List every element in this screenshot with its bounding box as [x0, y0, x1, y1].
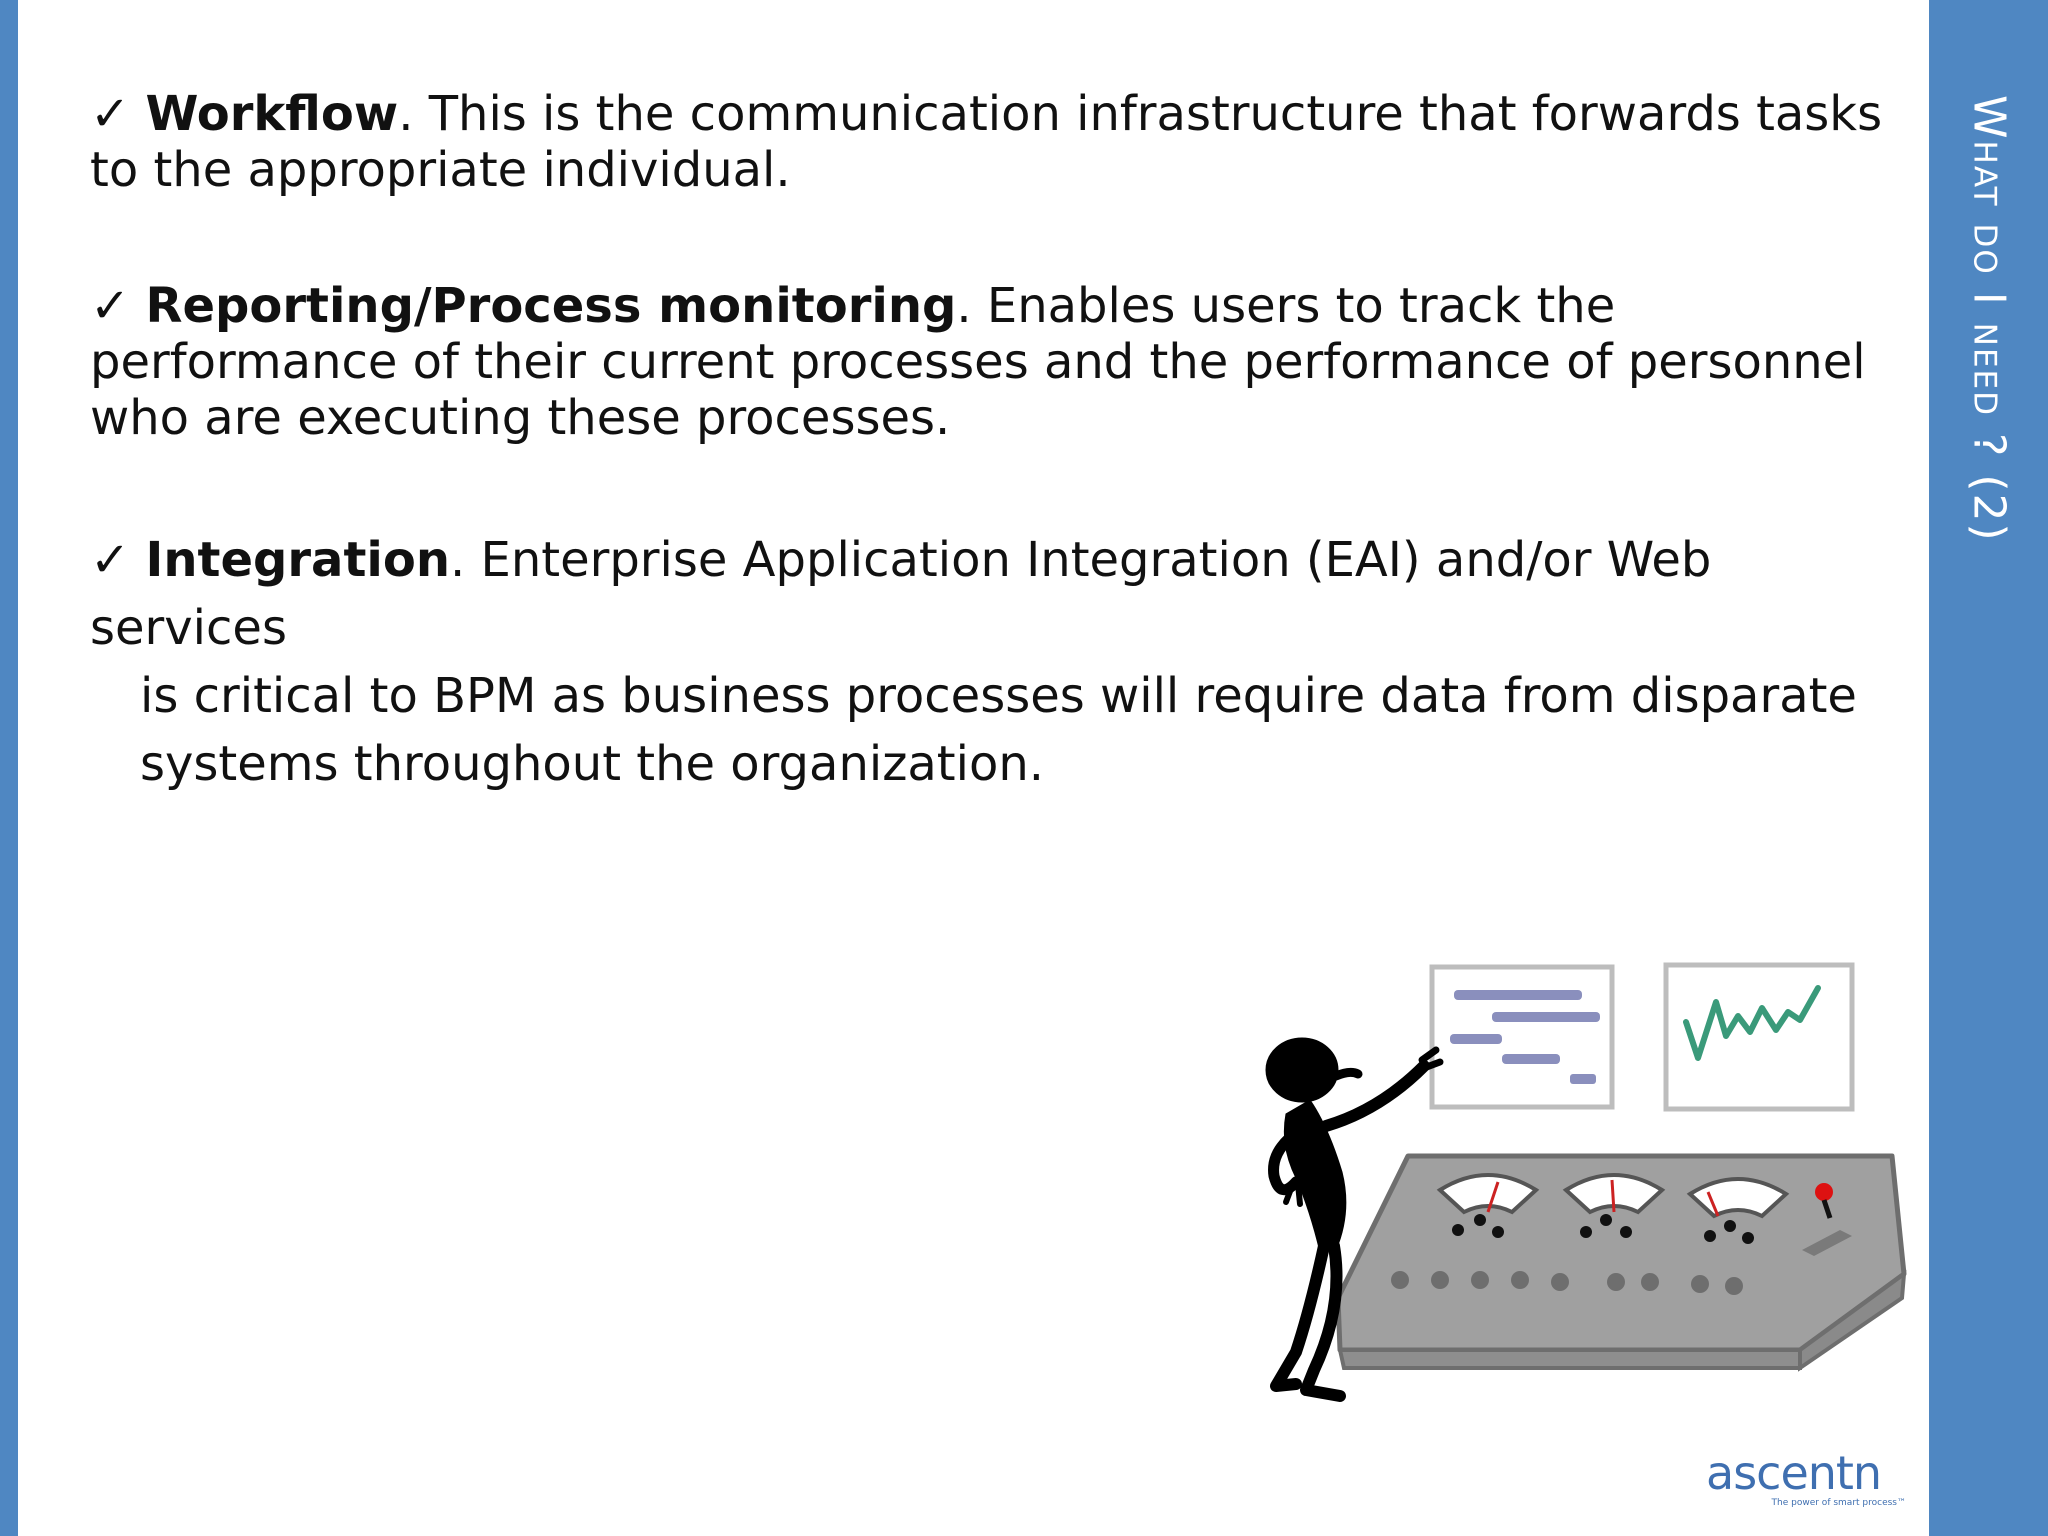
bullet-reporting: ✓ Reporting/Process monitoring. Enables …	[90, 278, 1890, 446]
left-accent-bar	[0, 0, 18, 1536]
bullet-text: . Enables users to track the performance…	[90, 278, 1866, 446]
logo-tagline: The power of smart process™	[1771, 1498, 1906, 1508]
bullet-text: . Enterprise Application Integration (EA…	[90, 532, 1712, 656]
bullet-workflow: ✓ Workflow. This is the communication in…	[90, 86, 1890, 198]
bullet-text: . This is the communication infrastructu…	[90, 86, 1883, 198]
checkmark-icon: ✓	[90, 86, 131, 142]
switch-knob	[1802, 1183, 1852, 1256]
right-title-bar	[1929, 0, 2048, 1536]
bullet-term: Workflow	[145, 86, 399, 142]
slide-title: What do I need ? (2)	[1963, 95, 2015, 543]
vertical-title-container: What do I need ? (2)	[1929, 0, 2048, 1536]
stick-figure	[1265, 1037, 1444, 1402]
report-monitor	[1429, 964, 1615, 1110]
company-logo: ascentn The power of smart process™	[1706, 1450, 1906, 1510]
bullet-term: Integration	[145, 532, 450, 588]
bullet-integration: ✓ Integration. Enterprise Application In…	[90, 526, 1890, 798]
gauge	[1562, 1173, 1666, 1238]
bullet-term: Reporting/Process monitoring	[145, 278, 957, 334]
gauge	[1686, 1177, 1790, 1244]
button-row	[1391, 1271, 1743, 1295]
checkmark-icon: ✓	[90, 278, 131, 334]
chart-monitor	[1663, 962, 1855, 1112]
console-panel	[1335, 1153, 1907, 1372]
checkmark-icon: ✓	[90, 532, 131, 588]
slide-content: ✓ Workflow. This is the communication in…	[90, 86, 1890, 798]
control-panel-illustration	[1265, 962, 1907, 1402]
logo-wordmark: ascentn	[1706, 1446, 1882, 1500]
bullet-first-line: ✓ Integration. Enterprise Application In…	[90, 526, 1890, 662]
bullet-text-continuation: is critical to BPM as business processes…	[140, 668, 1857, 792]
gauge	[1436, 1173, 1540, 1238]
